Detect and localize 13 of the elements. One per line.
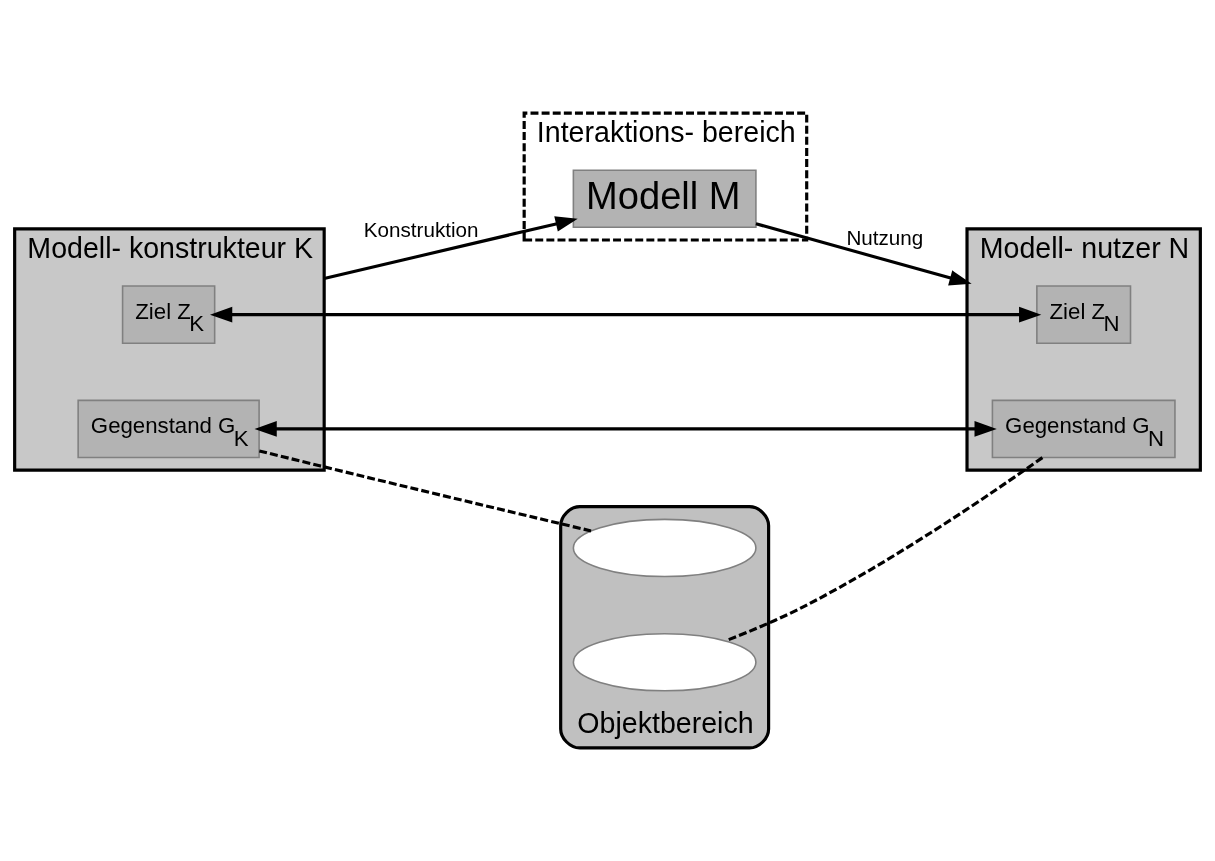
connector bbox=[258, 449, 592, 533]
node-ellipse bbox=[572, 518, 757, 578]
arrow bbox=[254, 421, 997, 437]
node-label: Objektbereich bbox=[577, 706, 754, 739]
cluster bbox=[559, 505, 771, 750]
edge-label: Nutzung bbox=[846, 226, 924, 250]
arrow bbox=[755, 222, 972, 286]
arrow bbox=[323, 216, 578, 280]
node-ellipse bbox=[572, 632, 757, 692]
arrow bbox=[210, 306, 1042, 323]
node-box: Modell M bbox=[572, 169, 757, 229]
edge-label: Konstruktion bbox=[363, 218, 479, 242]
connector bbox=[725, 456, 1044, 643]
